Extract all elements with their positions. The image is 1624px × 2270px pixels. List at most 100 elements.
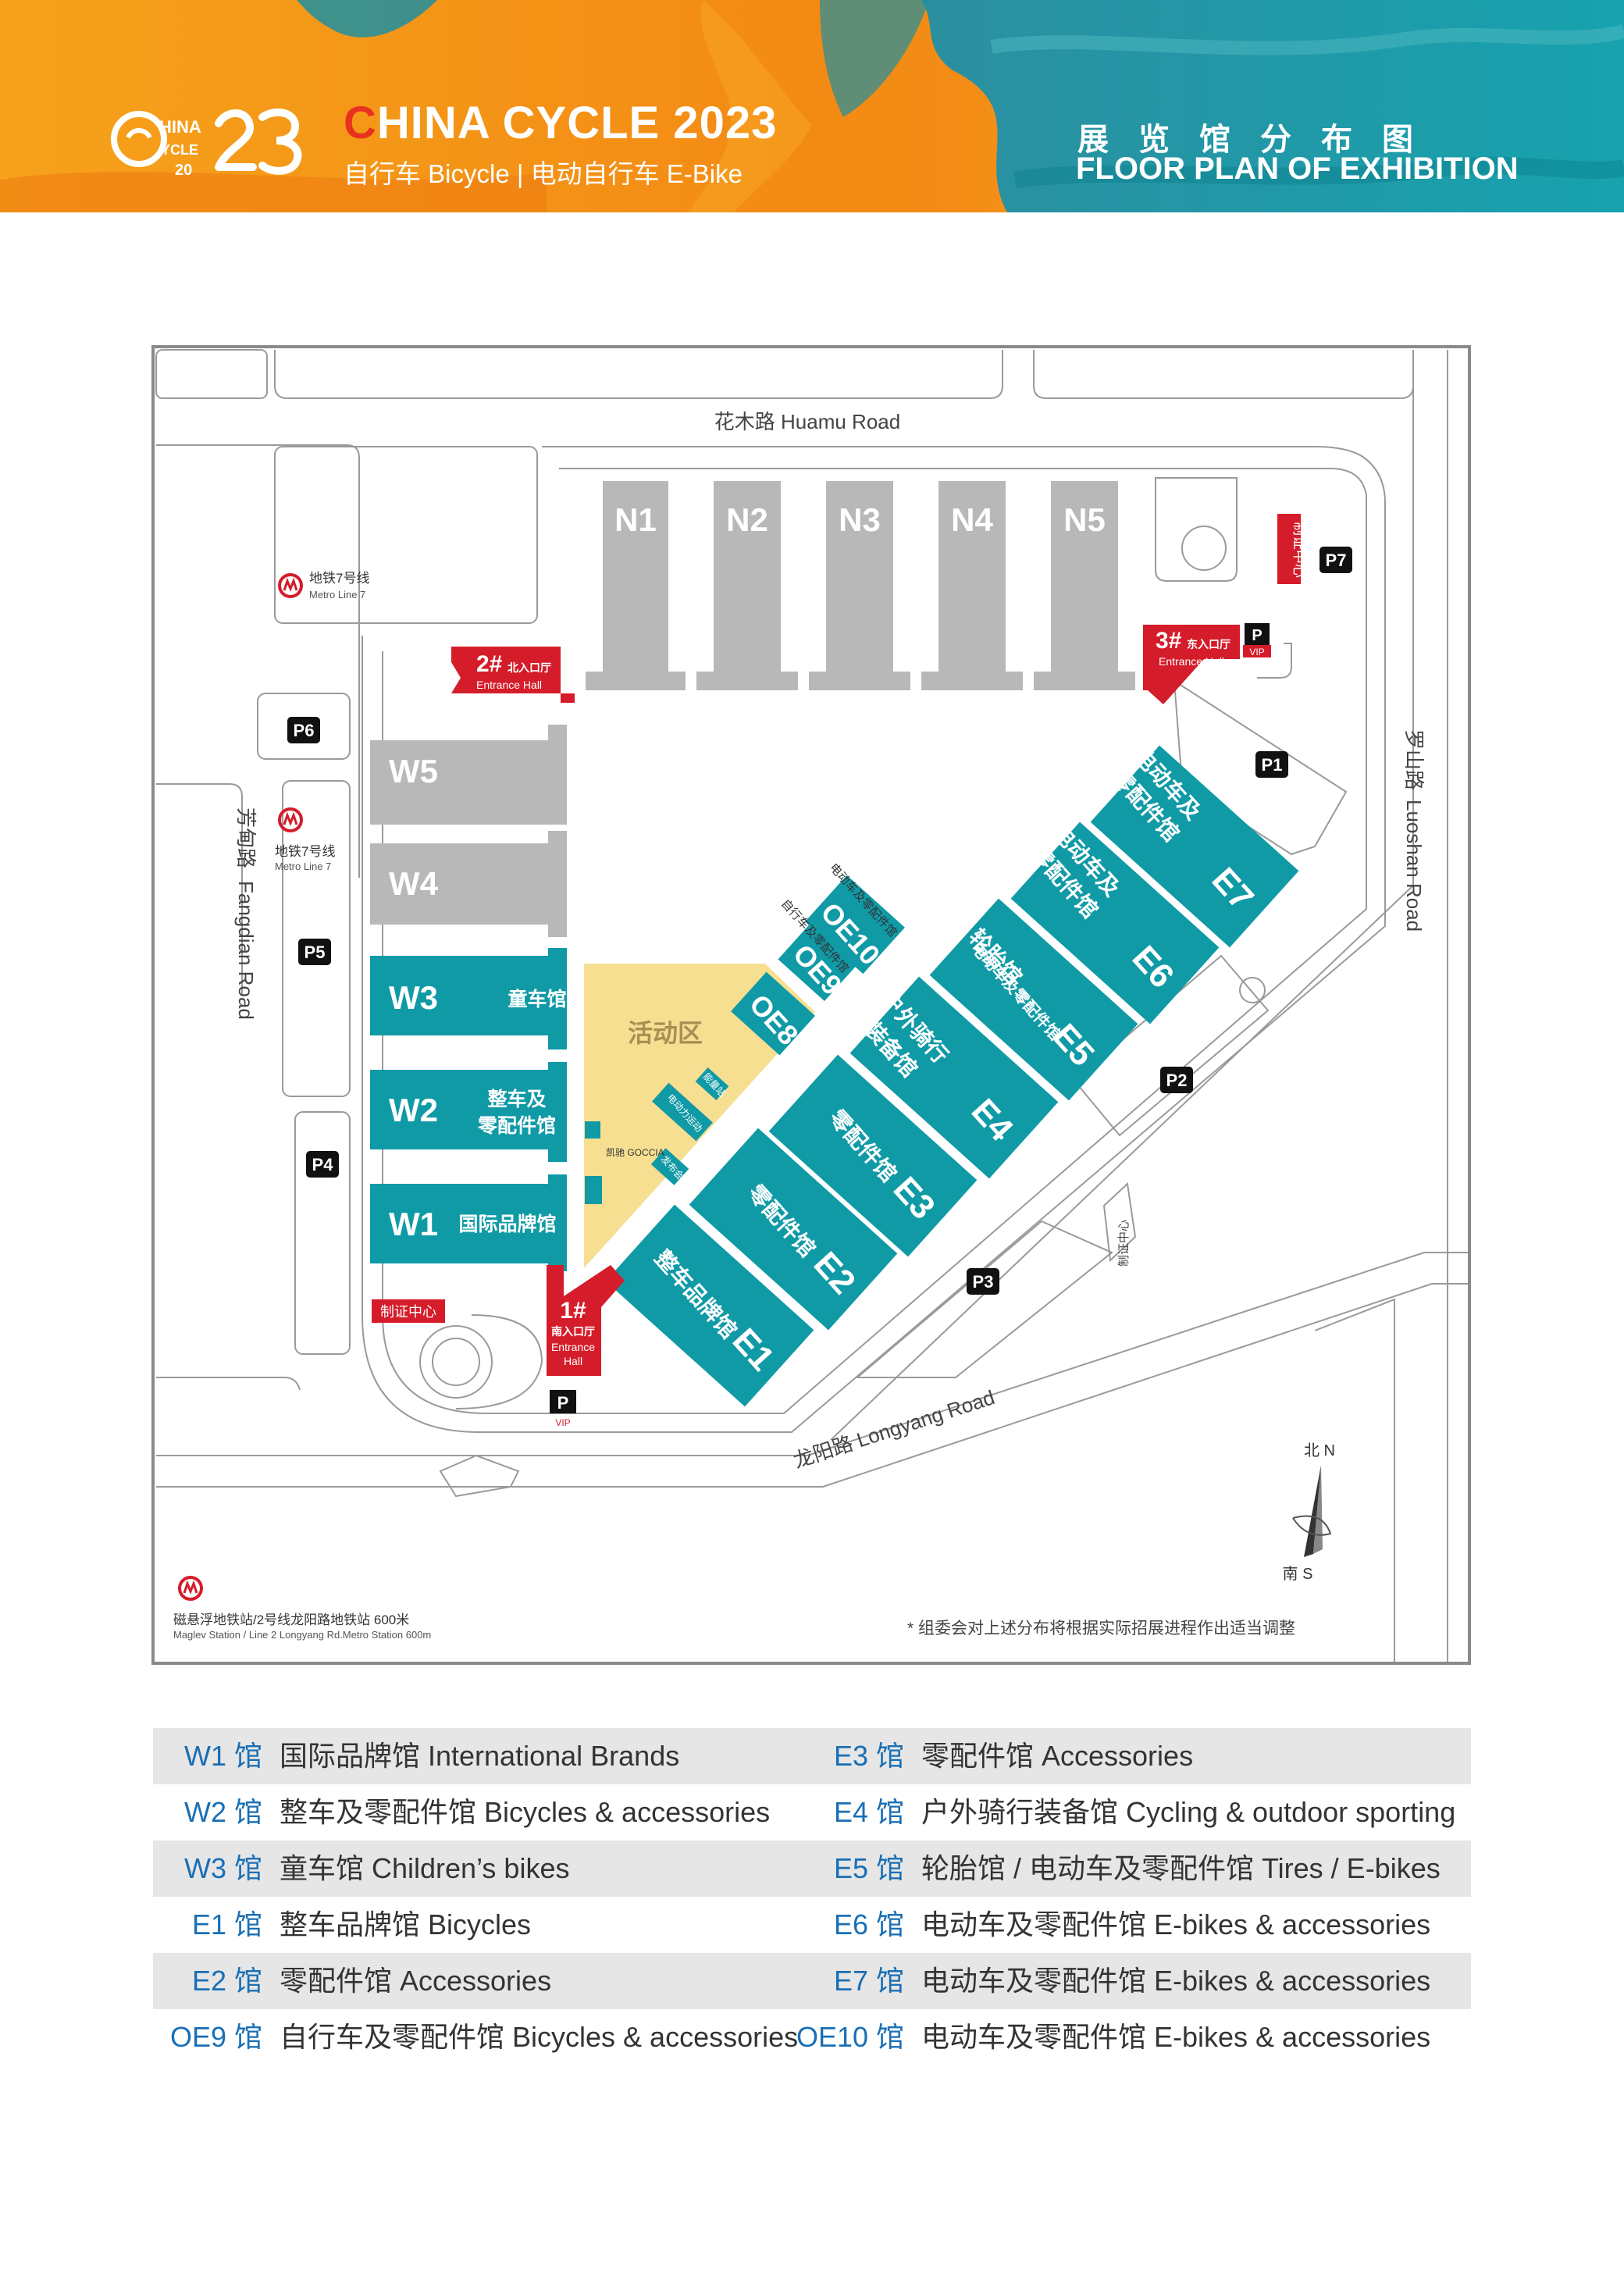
hall-n3-label: N3 <box>839 501 881 538</box>
road-fangdian-cn: 芳甸路 <box>234 807 258 868</box>
legend-code: E1 馆 <box>191 1908 262 1940</box>
entrance-1-cn: 南入口厅 <box>551 1325 595 1338</box>
booth-goccia-label: 凯驰 GOCCIA <box>606 1147 664 1158</box>
hall-n5[interactable] <box>1034 481 1135 690</box>
hall-n3[interactable] <box>809 481 910 690</box>
vip-south-label: VIP <box>555 1417 570 1428</box>
hall-e6[interactable] <box>1010 821 1220 1025</box>
legend-row: W3 馆 童车馆 Children’s bikes E5 馆 轮胎馆 / 电动车… <box>153 1841 1471 1897</box>
vip-south-p: P <box>557 1393 569 1413</box>
entrance-1[interactable] <box>547 1265 625 1376</box>
vip-east-p: P <box>1252 627 1262 644</box>
metro-icon <box>278 573 303 598</box>
entrance-2-num: 2# <box>476 651 503 677</box>
hall-oe8[interactable] <box>731 971 815 1056</box>
hall-e5[interactable] <box>929 898 1138 1101</box>
parking-p3[interactable]: P3 <box>973 1272 994 1292</box>
hall-w5[interactable] <box>370 725 567 825</box>
compass-south-label: 南 S <box>1283 1565 1313 1583</box>
hall-w4-label: W4 <box>389 865 439 902</box>
hall-oe10[interactable] <box>805 875 905 975</box>
legend-row: E1 馆 整车品牌馆 Bicycles E6 馆 电动车及零配件馆 E-bike… <box>153 1897 1471 1953</box>
page-subtitle: 自行车 Bicycle | 电动自行车 E-Bike <box>344 159 743 188</box>
vip-east-label: VIP <box>1249 647 1264 657</box>
parking-p6[interactable]: P6 <box>294 721 315 740</box>
cert-center-east-label: 制证中心 <box>1291 522 1307 578</box>
legend-row: OE9 馆 自行车及零配件馆 Bicycles & accessories OE… <box>153 2009 1471 2065</box>
entrances <box>372 514 1301 1376</box>
metro-icon <box>178 1576 203 1601</box>
entrance-3-num: 3# <box>1156 628 1182 654</box>
entrance-2[interactable] <box>451 647 575 703</box>
hall-w3[interactable] <box>370 948 567 1049</box>
legend-code: E2 馆 <box>191 1965 262 1997</box>
hall-w2-label: W2 <box>389 1092 438 1128</box>
hall-w3-desc: 童车馆 <box>508 988 566 1010</box>
entrance-2-en: Entrance Hall <box>476 679 542 691</box>
cert-center-east[interactable] <box>1277 514 1301 584</box>
hall-w4[interactable] <box>370 831 567 937</box>
legend-desc: 零配件馆 Accessories <box>921 1740 1194 1772</box>
hall-e1[interactable] <box>605 1204 814 1407</box>
hall-e7[interactable] <box>1090 745 1299 948</box>
metro-line7-west: 地铁7号线 Metro Line 7 <box>275 807 335 872</box>
hall-n2[interactable] <box>696 481 798 690</box>
legend-desc: 电动车及零配件馆 E-bikes & accessories <box>921 1908 1431 1940</box>
legend-row: W1 馆 国际品牌馆 International Brands E3 馆 零配件… <box>153 1728 1471 1784</box>
legend-desc: 自行车及零配件馆 Bicycles & accessories <box>280 2021 799 2053</box>
entrance-3[interactable] <box>1143 625 1240 704</box>
booth-launch[interactable] <box>650 1148 689 1185</box>
booth-energy-station[interactable] <box>695 1067 729 1100</box>
hall-e4[interactable] <box>849 976 1059 1179</box>
legend-code: OE10 馆 <box>796 2021 904 2053</box>
legend-desc: 电动车及零配件馆 E-bikes & accessories <box>921 2021 1431 2053</box>
page-title: CHINA CYCLE 2023 <box>344 97 777 149</box>
parking-p5[interactable]: P5 <box>304 943 326 962</box>
cert-center-south-label: 制证中心 <box>380 1304 436 1320</box>
metro-line7-west-en: Metro Line 7 <box>275 861 331 872</box>
header-banner: HINA YCLE 20 CHINA CYCLE 2023 自行车 Bicycl… <box>0 0 1624 212</box>
svg-text:HINA: HINA <box>159 117 201 137</box>
compass-icon: 北 N 南 S <box>1283 1441 1335 1583</box>
east-halls <box>585 745 1299 1407</box>
hall-w5-label: W5 <box>389 753 438 789</box>
legend-desc: 整车品牌馆 Bicycles <box>280 1908 532 1940</box>
entrance-3-en: Entrance Hall <box>1159 655 1224 668</box>
hall-n4[interactable] <box>921 481 1023 690</box>
legend-desc: 整车及零配件馆 Bicycles & accessories <box>280 1796 771 1828</box>
legend-code: W3 馆 <box>183 1852 262 1884</box>
booth-electric-sport[interactable] <box>652 1082 713 1142</box>
booth-block-1 <box>585 1121 600 1139</box>
parking-p7[interactable]: P7 <box>1326 551 1347 570</box>
metro-maglev: 磁悬浮地铁站/2号线龙阳路地铁站 600米 Maglev Station / L… <box>173 1576 431 1641</box>
hall-e3[interactable] <box>768 1054 978 1257</box>
entrance-1-en: Entrance <box>551 1341 595 1353</box>
hall-oe9[interactable] <box>778 919 860 1002</box>
hall-w3-label: W3 <box>389 979 438 1016</box>
title-rest: HINA CYCLE 2023 <box>376 98 778 148</box>
parking-p5-box <box>298 939 331 965</box>
legend-desc: 零配件馆 Accessories <box>280 1965 552 1997</box>
hall-n1[interactable] <box>586 481 686 690</box>
metro-line7-west-cn: 地铁7号线 <box>275 844 335 859</box>
metro-line7-en: Metro Line 7 <box>309 589 365 600</box>
hall-w2-desc-1: 整车及 <box>487 1088 546 1110</box>
metro-maglev-en: Maglev Station / Line 2 Longyang Rd.Metr… <box>173 1629 431 1641</box>
activity-area-label: 活动区 <box>628 1019 703 1047</box>
map-adjustment-note: * 组委会对上述分布将根据实际招展进程作出适当调整 <box>907 1620 1295 1637</box>
booth-block-2 <box>585 1176 602 1204</box>
road-outlines <box>155 349 1468 1662</box>
cert-center-south[interactable] <box>372 1299 445 1323</box>
parking-p4[interactable]: P4 <box>312 1155 334 1174</box>
parking-p1[interactable]: P1 <box>1262 755 1283 775</box>
parking-p2[interactable]: P2 <box>1166 1071 1188 1090</box>
hall-w2[interactable] <box>370 1062 567 1162</box>
svg-text:20: 20 <box>175 162 192 179</box>
vip-parking-south: P VIP <box>550 1390 576 1428</box>
legend-code: E4 馆 <box>833 1796 904 1828</box>
hall-e2[interactable] <box>689 1128 898 1331</box>
parking-p3-box <box>967 1268 999 1295</box>
hall-w1[interactable] <box>370 1174 567 1271</box>
parking-p4-box <box>306 1151 339 1178</box>
entrance-1-en-2: Hall <box>564 1355 582 1367</box>
